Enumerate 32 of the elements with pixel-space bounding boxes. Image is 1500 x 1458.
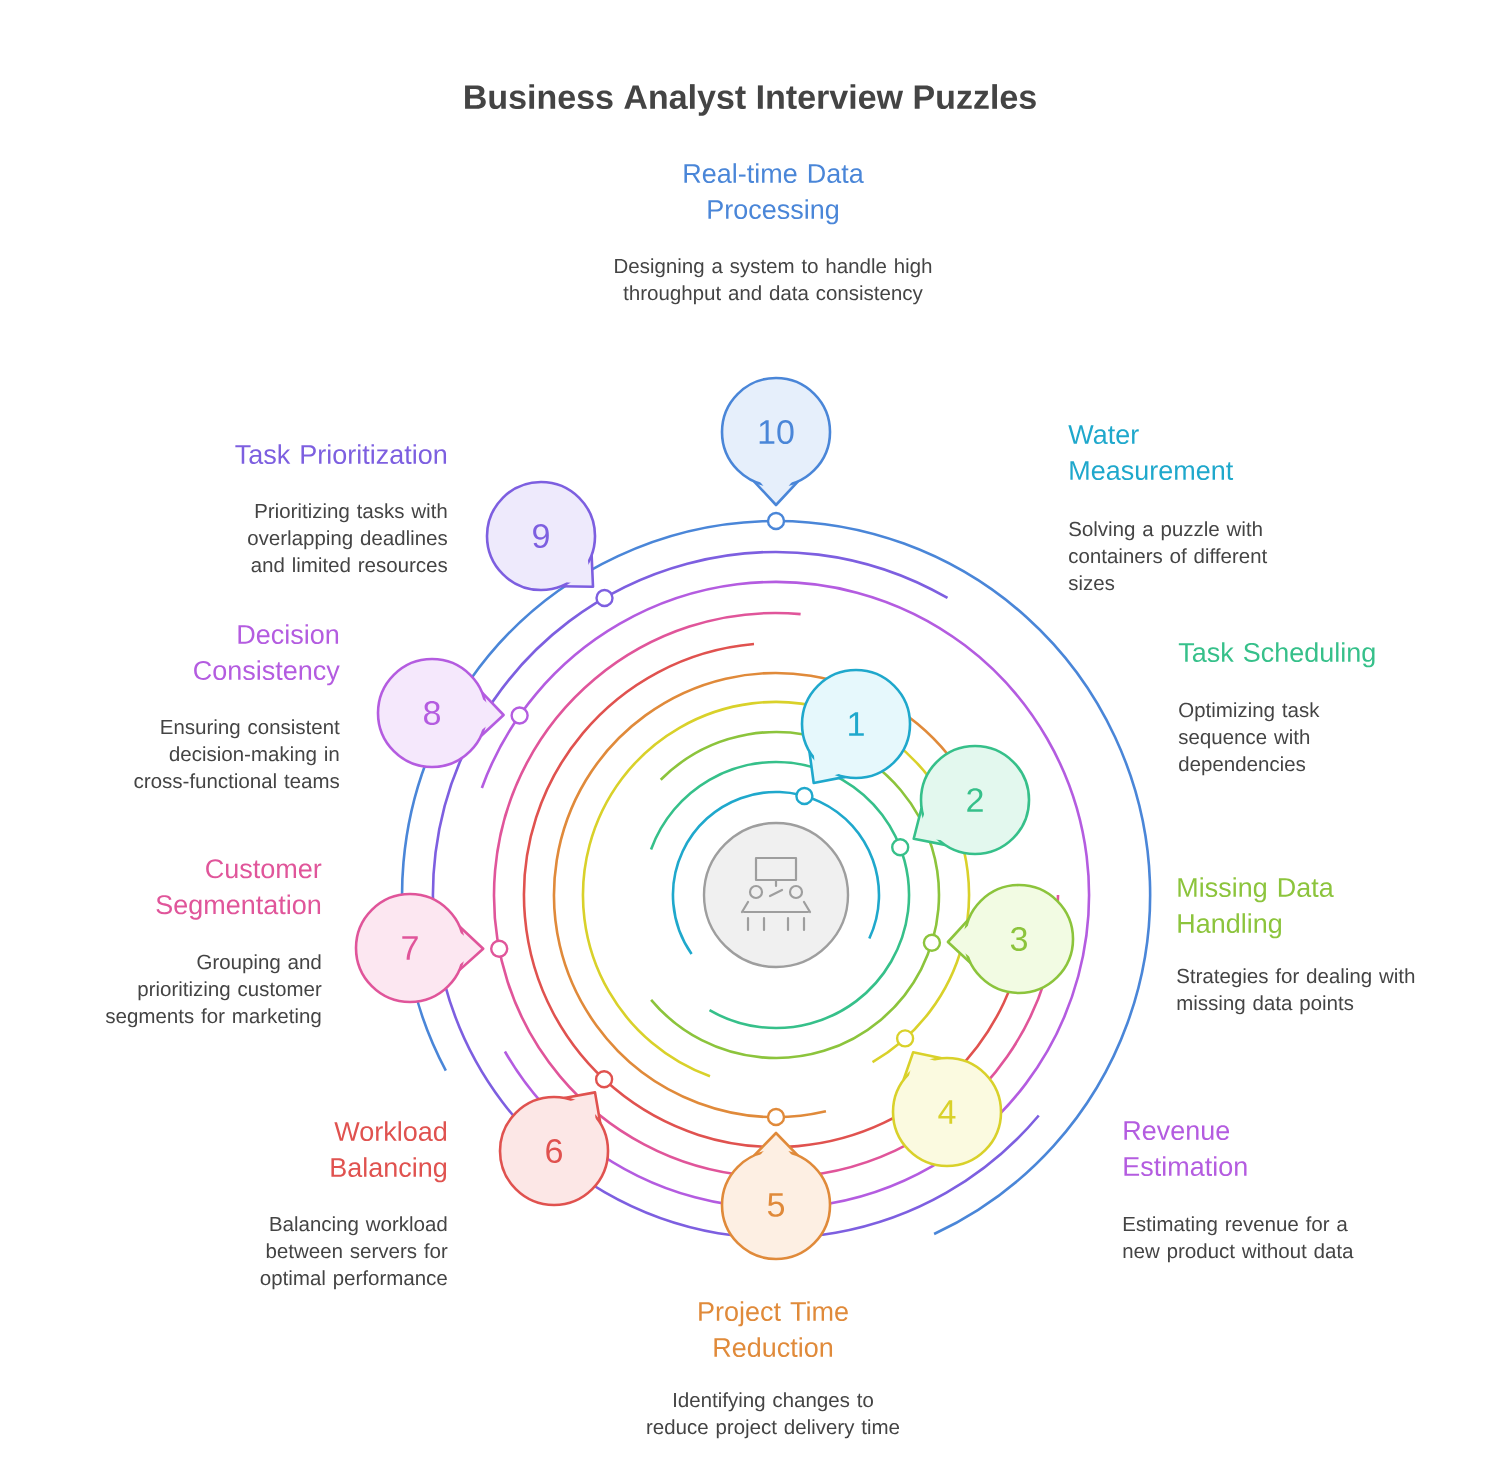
topic-title: Revenue Estimation — [1124, 1121, 1247, 1177]
topic-title: Task Prioritization — [235, 444, 446, 465]
speech-bubble: 2 — [912, 744, 1031, 856]
topic-description: Optimizing task sequence with dependencies — [1178, 702, 1320, 776]
speech-bubble: 5 — [720, 1131, 832, 1261]
speech-bubble: 7 — [354, 892, 485, 1004]
speech-bubble: 6 — [498, 1091, 610, 1207]
topic-title: Workload Balancing — [331, 1121, 447, 1183]
topic-title: Water Measurement — [1068, 425, 1234, 481]
speech-bubble: 4 — [891, 1051, 1003, 1168]
topic-description: Prioritizing tasks with overlapping deadlines and limited resources — [248, 503, 447, 573]
topic-title: Task Scheduling — [1178, 642, 1375, 668]
topic-description: Grouping and prioritizing customer segments for marketing — [105, 954, 322, 1028]
topic-description: Strategies for dealing with missing data points — [1177, 968, 1415, 1015]
topic-description: Estimating revenue for a new product without data — [1123, 1216, 1354, 1263]
speech-bubble: 3 — [946, 883, 1075, 995]
people-icon — [702, 821, 850, 969]
speech-bubble: 8 — [376, 657, 505, 769]
topic-title: Missing Data Handling — [1178, 877, 1334, 939]
topic-title: Decision Consistency — [194, 624, 340, 686]
speech-bubble: 9 — [485, 480, 597, 592]
topic-description: Balancing workload between servers for optimal performance — [260, 1216, 448, 1290]
topic-description: Ensuring consistent decision-making in cross-functional teams — [134, 719, 340, 789]
topic-description: Solving a puzzle with containers of different sizes — [1068, 521, 1268, 591]
speech-bubble: 1 — [800, 668, 912, 785]
title: Business Analyst Interview Puzzles — [465, 84, 1036, 116]
topic-title: Customer Segmentation — [156, 859, 322, 920]
topic-description: Designing a system to handle high throughput and data consistency — [615, 258, 932, 305]
topic-description: Identifying changes to reduce project delivery time — [647, 1392, 900, 1439]
topic-title: Real-time Data Processing — [684, 163, 864, 225]
topic-title: Project Time Reduction — [699, 1301, 848, 1358]
speech-bubble: 10 — [720, 376, 832, 507]
